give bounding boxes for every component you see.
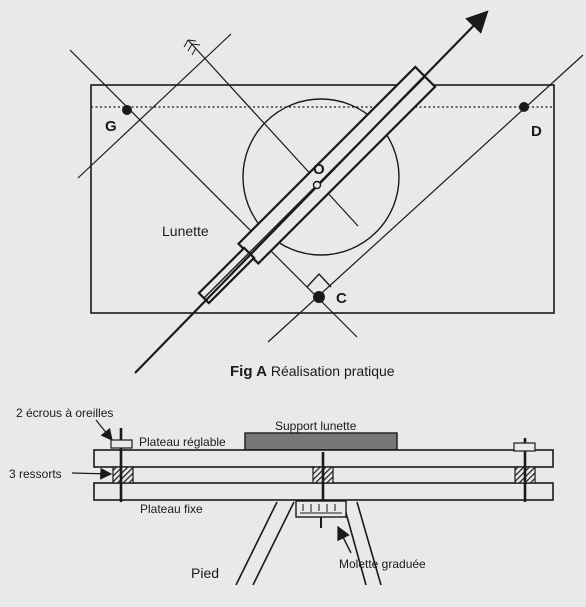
label-ecrous: 2 écrous à oreilles xyxy=(16,406,113,420)
caption-rest: Réalisation pratique xyxy=(267,363,395,379)
label-support-lunette: Support lunette xyxy=(275,419,357,433)
label-lunette: Lunette xyxy=(162,223,209,239)
label-plateau-fixe: Plateau fixe xyxy=(140,502,203,516)
leader-ressorts xyxy=(71,467,113,480)
leader-molette xyxy=(337,525,352,554)
knob-graduations xyxy=(300,504,342,514)
fig-b-side-view xyxy=(71,419,554,586)
plate-outline xyxy=(90,84,555,314)
wing-nut-left-icon xyxy=(110,439,133,449)
rotation-circle xyxy=(242,98,400,256)
aim-line xyxy=(187,39,359,227)
tripod-leg-left-1 xyxy=(235,501,278,586)
fig-a-caption: Fig A Réalisation pratique xyxy=(230,363,395,380)
leader-ecrous xyxy=(95,419,113,441)
feather-icon xyxy=(183,39,201,56)
spring-left xyxy=(112,466,134,484)
diagonal-line-upper-left xyxy=(77,33,232,179)
label-d: D xyxy=(531,123,542,140)
diagonal-line-left xyxy=(69,49,358,338)
tripod-leg-right-1 xyxy=(356,501,382,586)
tripod-leg-right-2 xyxy=(342,501,367,586)
point-c-marker xyxy=(313,291,325,303)
tripod-leg-left-2 xyxy=(252,501,295,586)
label-ressorts: 3 ressorts xyxy=(9,467,62,481)
support-block xyxy=(244,432,398,451)
label-molette: Molette graduée xyxy=(339,557,426,571)
point-g-marker xyxy=(122,105,132,115)
right-angle-mark xyxy=(306,272,332,288)
wing-nut-right-icon xyxy=(513,442,536,452)
label-pied: Pied xyxy=(191,565,219,581)
point-o-marker xyxy=(312,180,322,190)
caption-bold: Fig A xyxy=(230,363,267,380)
fig-a-top-view xyxy=(69,10,584,374)
label-g: G xyxy=(105,118,117,135)
label-plateau-reglable: Plateau réglable xyxy=(139,435,226,449)
label-o: O xyxy=(313,161,325,178)
telescope-axis-arrow xyxy=(134,10,489,374)
point-d-marker xyxy=(519,102,529,112)
label-c: C xyxy=(336,290,347,307)
